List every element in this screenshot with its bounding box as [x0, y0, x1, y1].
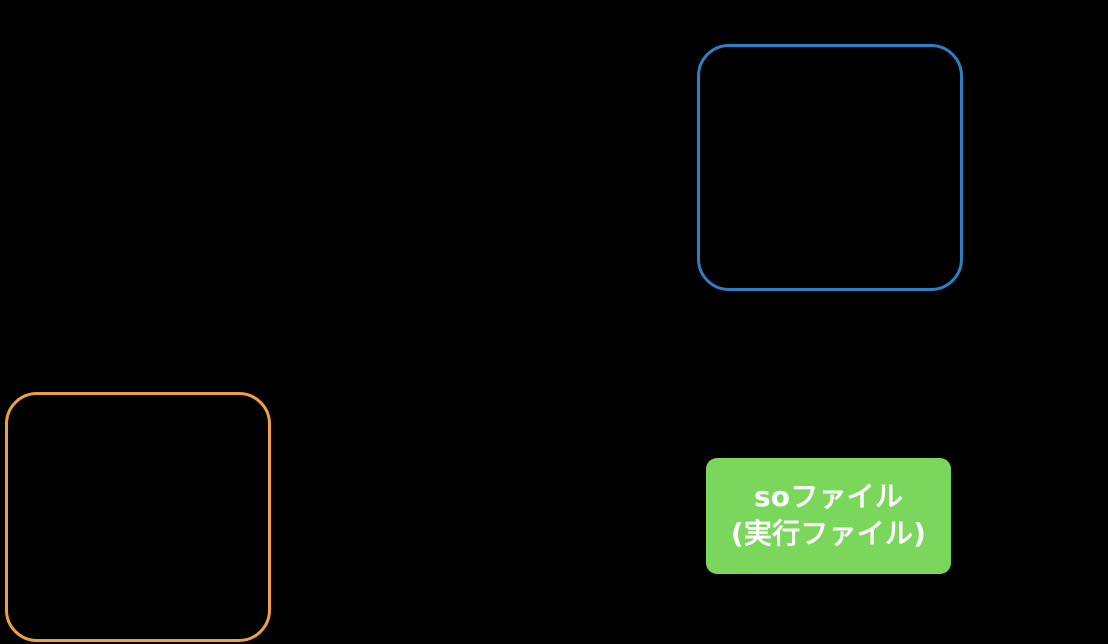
orange-container-node[interactable]	[5, 392, 271, 642]
blue-container-node[interactable]	[697, 44, 963, 291]
so-file-label-line-1: soファイル	[753, 480, 904, 514]
so-file-node[interactable]: soファイル (実行ファイル)	[706, 458, 951, 574]
so-file-label-line-2: (実行ファイル)	[730, 517, 927, 550]
